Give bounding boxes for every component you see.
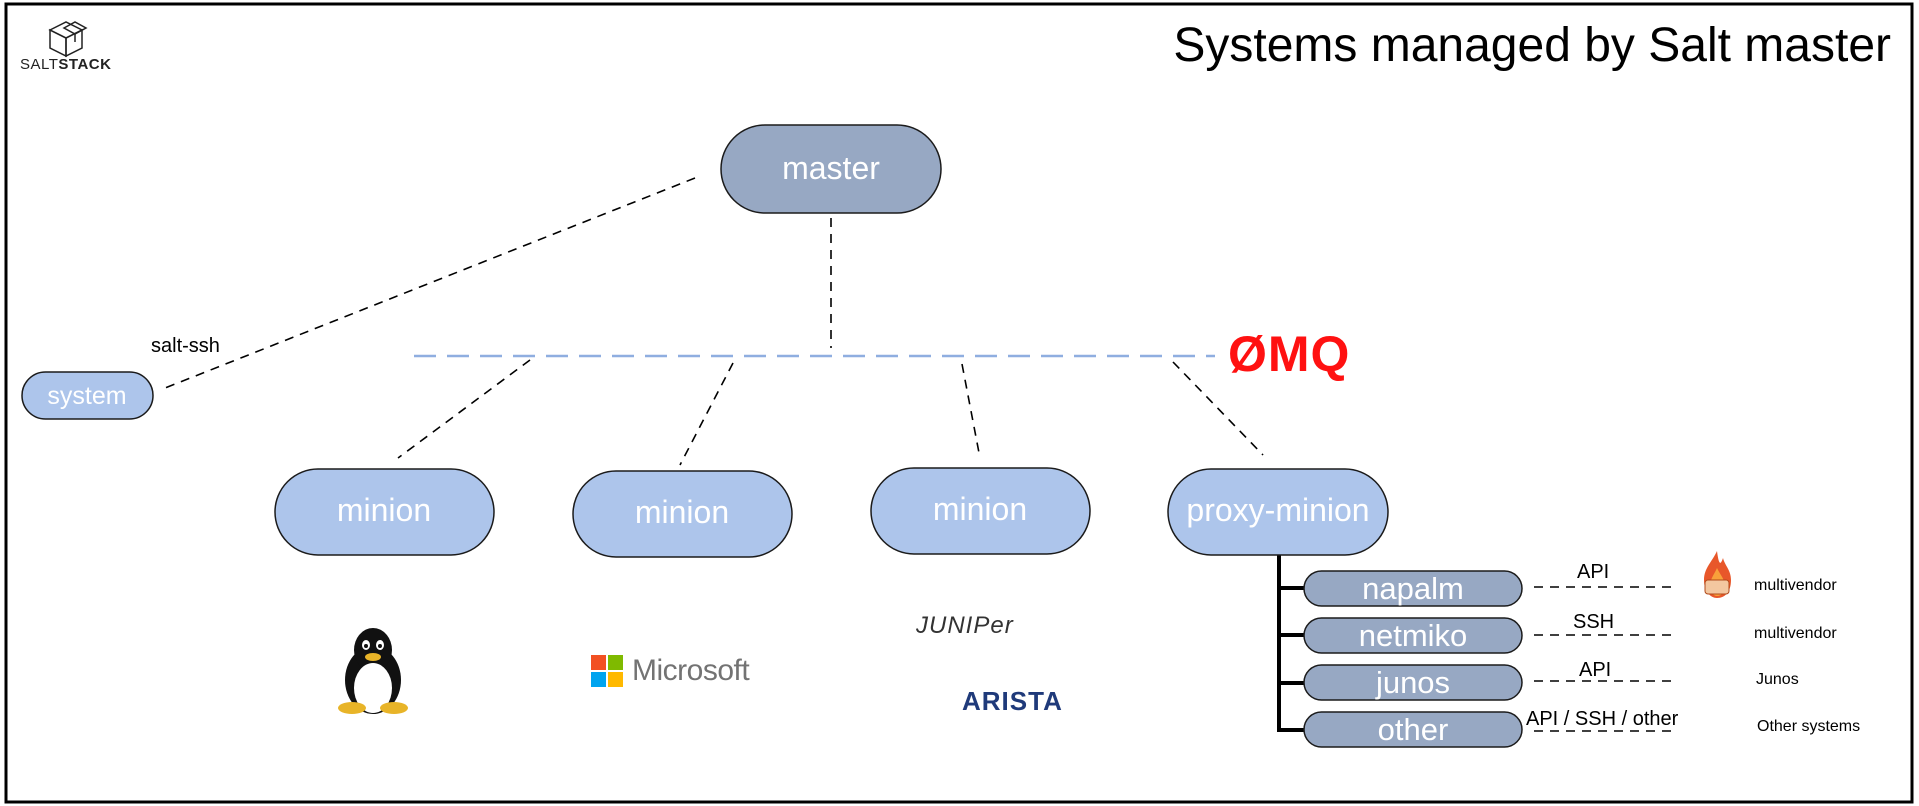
minion-node-1[interactable]: minion [274,468,495,556]
module-node-junos[interactable]: junos [1303,664,1523,701]
salt-ssh-line [159,177,696,391]
target-label-netmiko: multivendor [1754,625,1837,642]
module-node-netmiko[interactable]: netmiko [1303,617,1523,654]
target-label-other: Other systems [1757,718,1861,735]
module-node-other[interactable]: other [1303,711,1523,748]
saltstack-logo-text: SALTSTACK [20,56,111,73]
minion-3-label: minion [933,491,1027,527]
bus-to-minion-3-line [961,363,981,459]
module-label-other: other [1378,712,1449,747]
salt-ssh-label: salt-ssh [151,335,220,357]
protocol-label-junos: API [1579,659,1612,681]
saltstack-logo-icon [48,21,88,58]
proxy-minion-node[interactable]: proxy-minion [1167,468,1389,556]
linux-tux-icon [338,628,408,714]
master-label: master [782,150,880,186]
proxy-tree-bracket [1277,555,1304,732]
logo-text-light: SALT [20,56,59,73]
system-label: system [47,382,126,410]
minion-2-label: minion [635,494,729,530]
module-label-junos: junos [1375,665,1450,700]
protocol-label-other: API / SSH / other [1526,708,1679,730]
arista-logo-text: ARISTA [962,686,1063,716]
bus-to-minion-1-line [397,359,531,459]
minion-1-label: minion [337,492,431,528]
target-label-junos: Junos [1756,671,1799,688]
system-node[interactable]: system [21,371,154,420]
proxy-minion-label: proxy-minion [1186,492,1369,528]
module-label-napalm: napalm [1362,571,1464,606]
diagram-frame [4,2,1914,804]
bus-to-proxy-line [1172,361,1264,456]
minion-node-3[interactable]: minion [870,467,1091,555]
napalm-flame-icon [1704,551,1731,598]
logo-text-bold: STACK [58,56,112,73]
protocol-label-napalm: API [1577,561,1610,583]
module-node-napalm[interactable]: napalm [1303,570,1523,607]
bus-to-minion-2-line [679,362,734,466]
master-node[interactable]: master [720,124,942,214]
microsoft-logo-icon [591,655,623,687]
connector-lines [159,177,1675,732]
juniper-logo-text: JUNIPer [916,612,1014,639]
page-title: Systems managed by Salt master [1173,19,1891,72]
module-label-netmiko: netmiko [1359,618,1468,653]
protocol-label-netmiko: SSH [1573,611,1615,633]
target-label-napalm: multivendor [1754,577,1837,594]
microsoft-logo-text: Microsoft [632,654,750,687]
minion-node-2[interactable]: minion [572,470,793,558]
zmq-transport-label: ØMQ [1228,326,1351,382]
